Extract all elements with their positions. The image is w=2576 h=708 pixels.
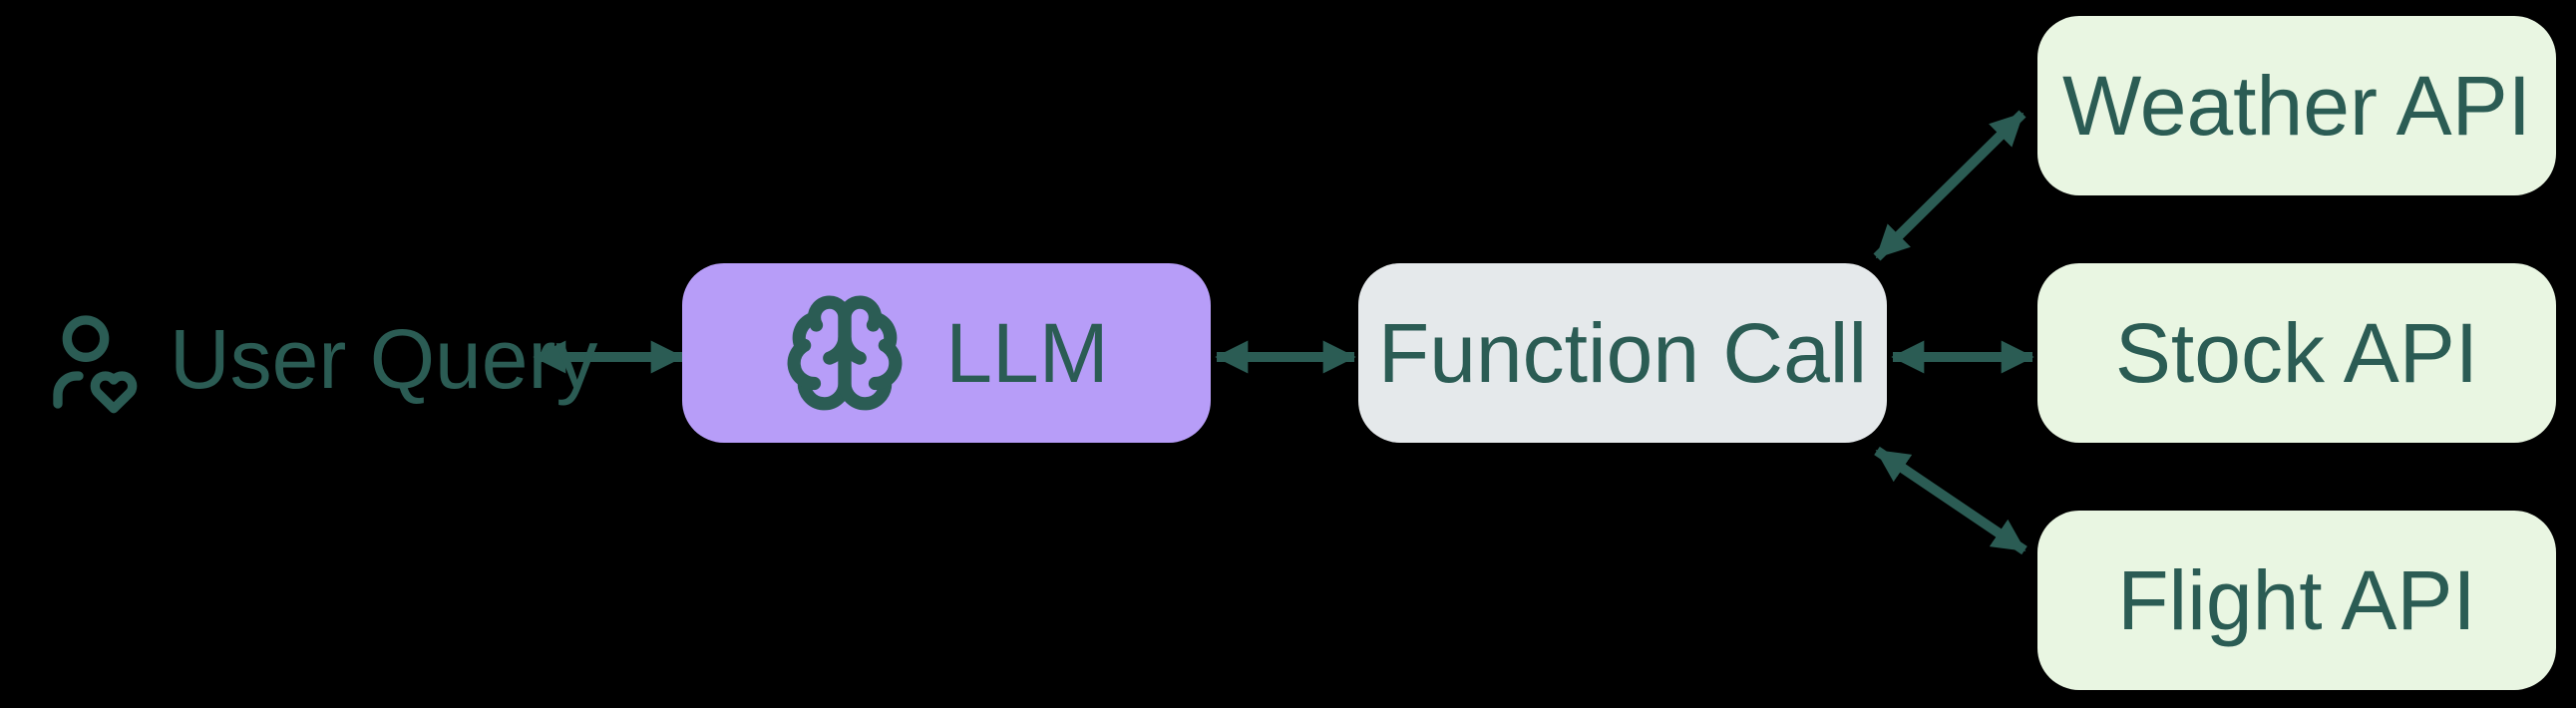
weather-api-node: Weather API <box>2037 16 2556 195</box>
stock-api-label: Stock API <box>2114 305 2479 400</box>
stock-api-node: Stock API <box>2037 263 2556 443</box>
function-call-node: Function Call <box>1358 263 1887 443</box>
weather-api-label: Weather API <box>2061 58 2532 153</box>
flight-api-node: Flight API <box>2037 511 2556 690</box>
flight-api-label: Flight API <box>2117 552 2476 647</box>
edge-function-call-weather <box>1873 110 2026 261</box>
user-query-label: User Query <box>170 311 598 406</box>
llm-label: LLM <box>945 305 1109 400</box>
brain-icon <box>787 295 903 411</box>
edge-function-call-flight <box>1874 446 2027 555</box>
llm-node: LLM <box>682 263 1211 443</box>
user-query-node: User Query <box>30 269 597 449</box>
function-call-label: Function Call <box>1377 305 1868 400</box>
user-heart-icon <box>53 315 138 414</box>
